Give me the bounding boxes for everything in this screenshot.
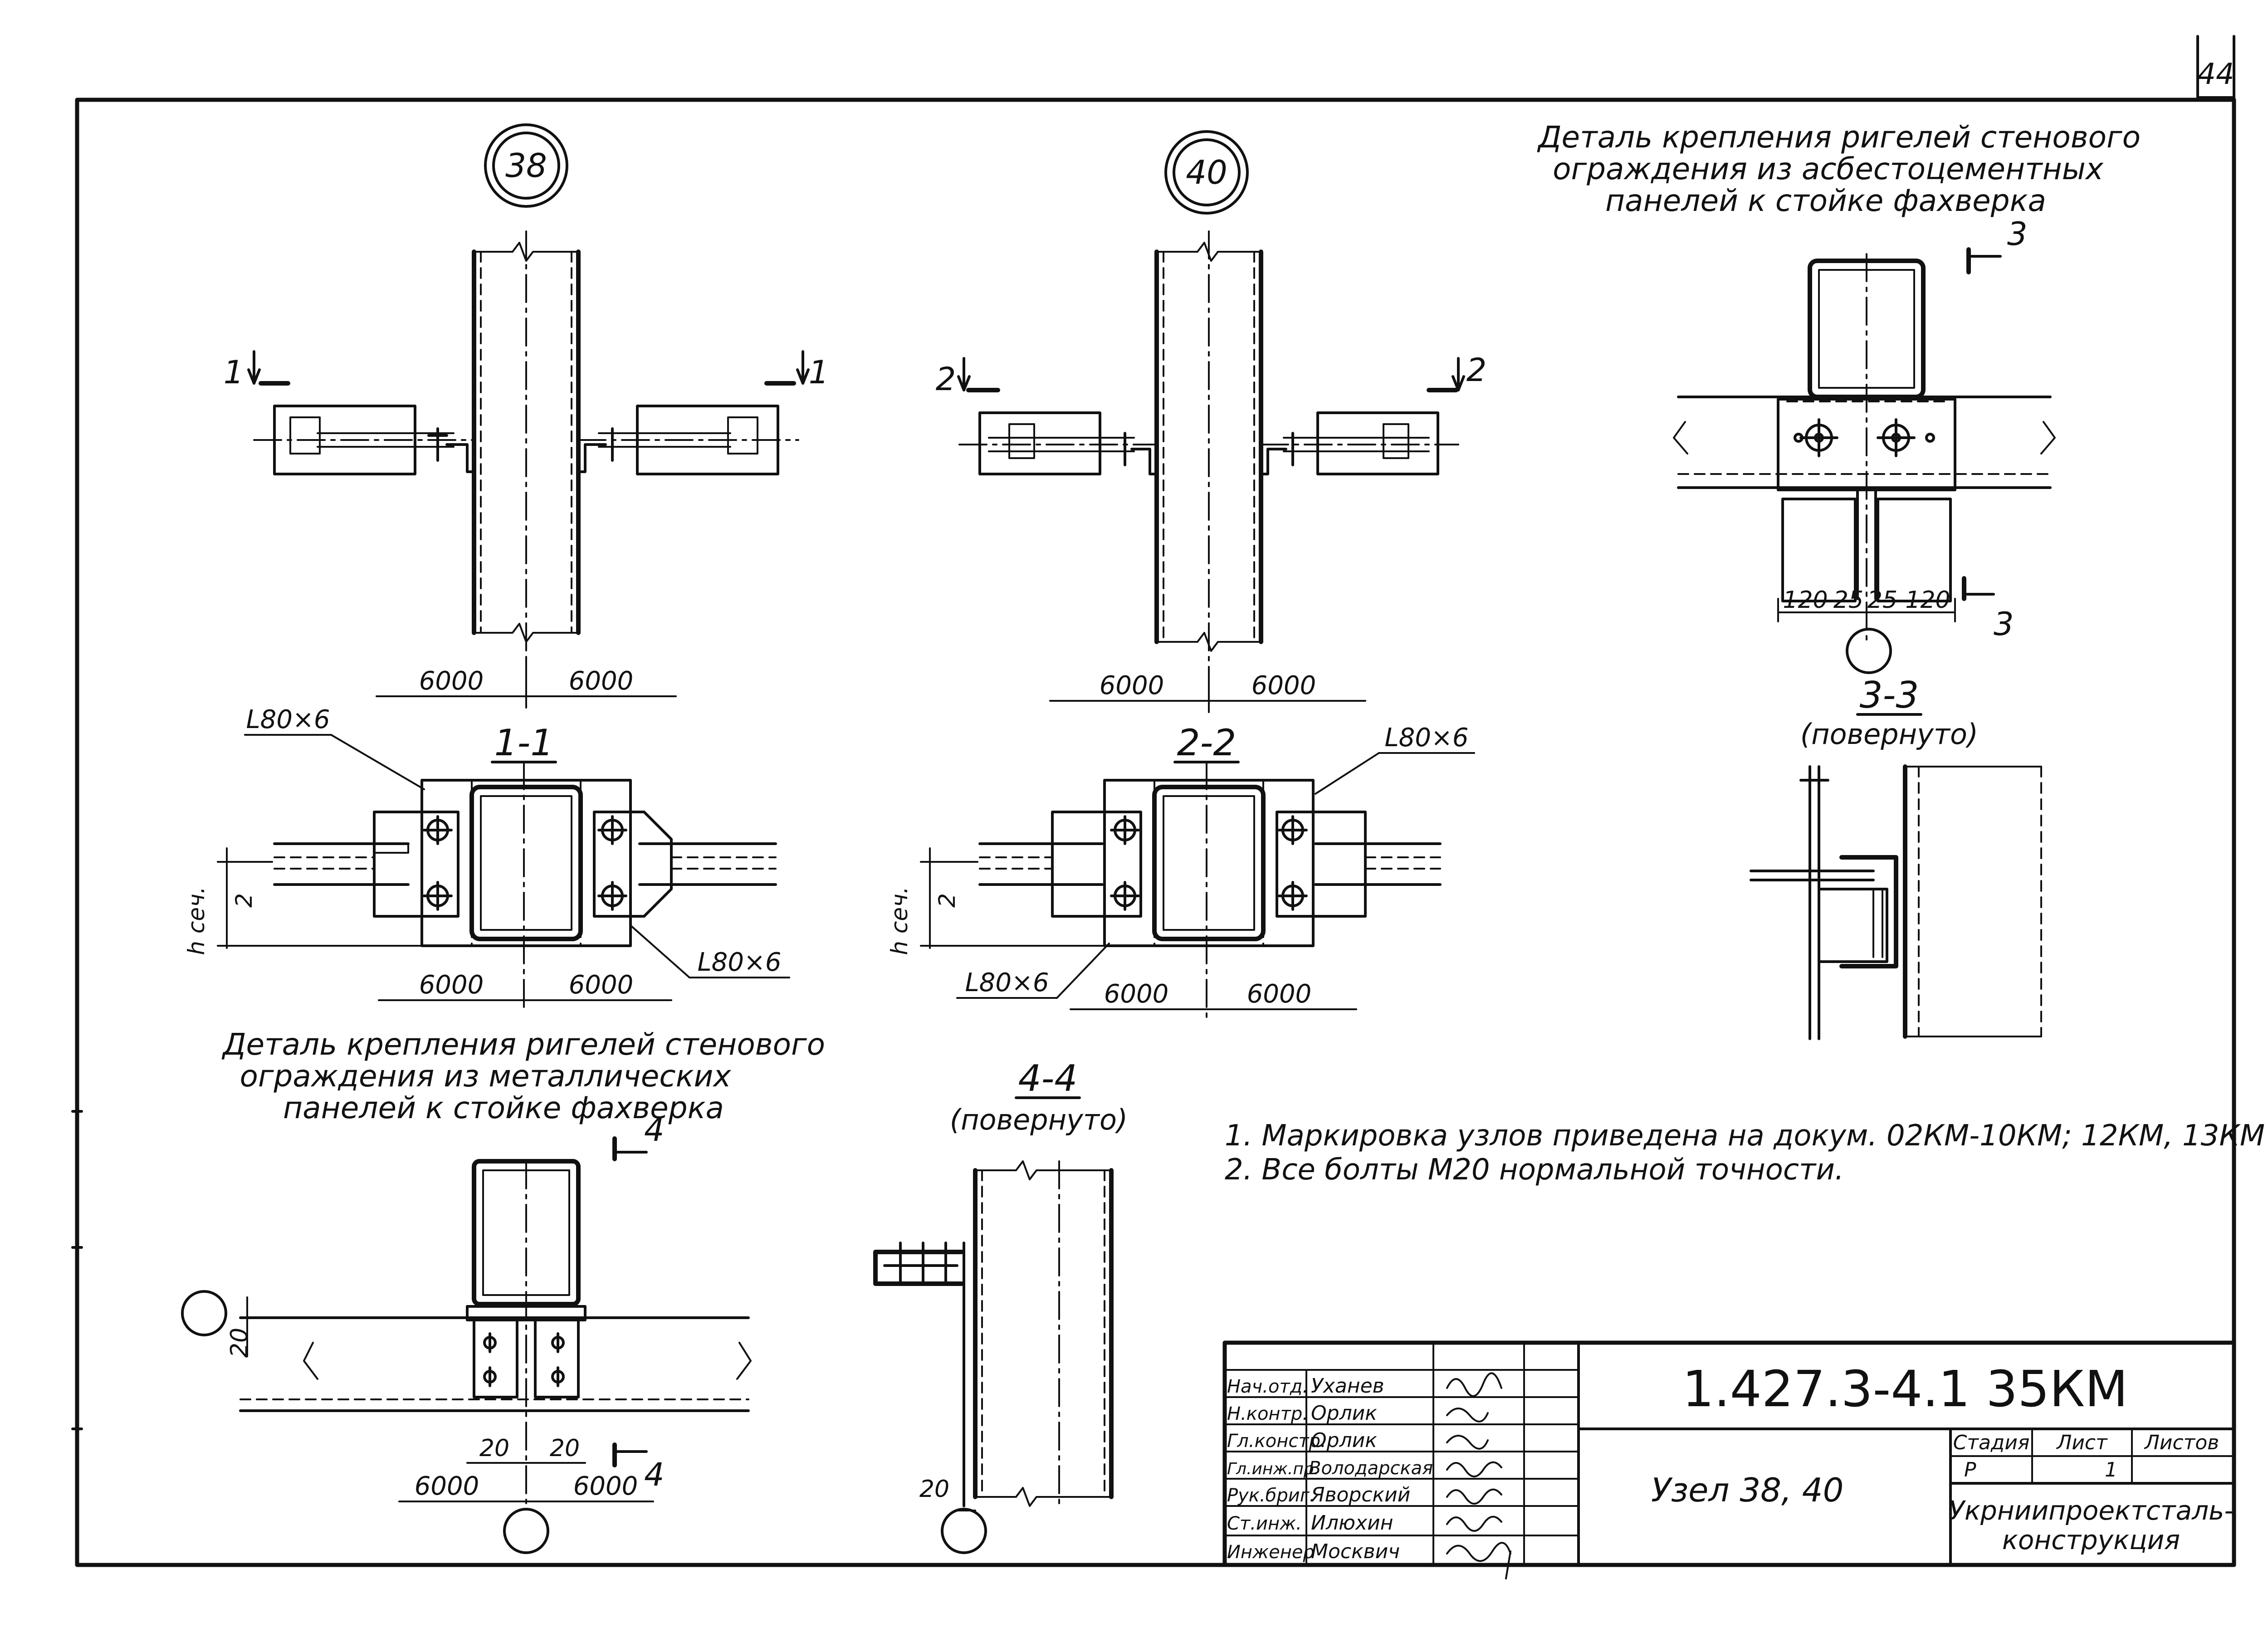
section-mark-4-bottom: 4 — [644, 1456, 665, 1493]
detail-metal-title-2: ограждения из металлических — [240, 1059, 731, 1094]
sheets-label: Листов — [2144, 1431, 2219, 1454]
section-1-1: 1-1 h сеч. 2 L80×6 — [183, 705, 790, 1008]
role-5: Рук.бриг. — [1227, 1485, 1315, 1506]
section-mark-1-left: 1 — [224, 354, 244, 391]
dim-6000-11a: 6000 — [419, 970, 484, 1000]
dim-20-left: 20 — [479, 1435, 509, 1462]
angle-label-22b: L80×6 — [965, 968, 1049, 997]
note-1: 1. Маркировка узлов приведена на докум. … — [1225, 1119, 2265, 1153]
section-3-3: 3-3 (повернуто) — [1750, 674, 2042, 1040]
name-4: Володарская — [1309, 1458, 1433, 1479]
dim-6000-38a: 6000 — [419, 666, 484, 696]
drawing-title: Узел 38, 40 — [1651, 1471, 1843, 1509]
org-name-2: конструкция — [2002, 1525, 2180, 1555]
notes: 1. Маркировка узлов приведена на докум. … — [1225, 1119, 2265, 1187]
role-2: Н.контр. — [1227, 1403, 1308, 1424]
section-4-4: 4-4 (повернуто) 20 — [873, 1057, 1128, 1554]
sheet-number: 44 — [2197, 58, 2234, 91]
section-mark-4-top: 4 — [644, 1111, 665, 1149]
note-2: 2. Все болты М20 нормальной точности. — [1225, 1153, 1844, 1187]
section-2-2-title: 2-2 — [1177, 722, 1237, 764]
section-mark-3-bottom: 3 — [1994, 606, 2014, 643]
angle-label-11b: L80×6 — [697, 948, 781, 977]
section-mark-2-right: 2 — [1466, 352, 1487, 389]
hsec-label-22: h сеч. — [886, 886, 913, 955]
section-mark-3-top: 3 — [2007, 215, 2028, 253]
org-name-1: Укрниипроектсталь- — [1949, 1495, 2234, 1526]
hsec-div-11: 2 — [231, 893, 257, 908]
section-3-3-title: 3-3 — [1860, 674, 1919, 716]
dim-20-44: 20 — [919, 1476, 949, 1503]
detail-metal: Деталь крепления ригелей стенового ограж… — [181, 1027, 825, 1554]
dim-120a: 120 — [1783, 587, 1828, 614]
name-6: Илюхин — [1311, 1511, 1393, 1535]
dim-6000-40b: 6000 — [1251, 671, 1316, 700]
dim-6000-11b: 6000 — [569, 970, 634, 1000]
dim-6000-m1: 6000 — [415, 1472, 479, 1501]
role-4: Гл.инж.пр. — [1227, 1460, 1319, 1478]
sheet-frame — [71, 35, 2236, 1567]
hsec-div-22: 2 — [934, 893, 960, 908]
node-40-elevation: 40 2 2 6000 6000 — [936, 130, 1487, 713]
dim-120b: 120 — [1905, 587, 1950, 614]
name-7: Москвич — [1311, 1540, 1400, 1563]
stage-label: Стадия — [1953, 1431, 2030, 1454]
sheet-label: Лист — [2056, 1431, 2108, 1454]
section-1-1-title: 1-1 — [494, 722, 554, 764]
name-2: Орлик — [1311, 1402, 1377, 1425]
role-1: Нач.отд. — [1227, 1376, 1308, 1397]
node-38-label: 38 — [505, 147, 547, 185]
node-40-label: 40 — [1186, 153, 1227, 191]
detail-metal-title-3: панелей к стойке фахверка — [283, 1090, 724, 1125]
angle-label-22a: L80×6 — [1384, 723, 1468, 753]
dim-25b: 25 — [1867, 587, 1897, 614]
section-4-4-title: 4-4 — [1018, 1057, 1078, 1100]
detail-asbestos: Деталь крепления ригелей стенового ограж… — [1537, 120, 2141, 674]
dim-20-right: 20 — [550, 1435, 580, 1462]
dim-6000-40a: 6000 — [1100, 671, 1164, 700]
dim-20-vert: 20 — [226, 1328, 253, 1358]
detail-asbestos-title-2: ограждения из асбестоцементных — [1553, 152, 2104, 186]
node-38-elevation: 38 1 1 6000 — [224, 123, 829, 709]
dim-6000-m2: 6000 — [573, 1472, 638, 1501]
hsec-label-11: h сеч. — [183, 886, 210, 955]
dim-6000-22b: 6000 — [1247, 979, 1312, 1009]
section-3-3-note: (повернуто) — [1800, 718, 1978, 751]
sheet-value: 1 — [2105, 1458, 2117, 1481]
detail-metal-title-1: Деталь крепления ригелей стенового — [221, 1027, 825, 1062]
role-3: Гл.констр. — [1227, 1431, 1326, 1452]
dim-25a: 25 — [1833, 587, 1863, 614]
signatures — [1446, 1372, 1511, 1579]
doc-code: 1.427.3-4.1 35КМ — [1682, 1360, 2128, 1418]
section-2-2: 2-2 h сеч. 2 L80×6 — [886, 722, 1475, 1022]
section-mark-1-right: 1 — [809, 354, 829, 391]
name-1: Уханев — [1311, 1374, 1384, 1398]
title-block: 1.427.3-4.1 35КМ Узел 38, 40 Укрниипроек… — [1222, 1340, 2236, 1579]
angle-label-11a: L80×6 — [246, 705, 330, 734]
role-7: Инженер — [1227, 1542, 1315, 1563]
detail-asbestos-title-1: Деталь крепления ригелей стенового — [1537, 120, 2141, 155]
role-6: Ст.инж. — [1227, 1513, 1302, 1534]
name-3: Орлик — [1311, 1429, 1377, 1452]
stage-value: Р — [1964, 1458, 1976, 1481]
section-mark-2-left: 2 — [936, 361, 956, 398]
name-5: Яворский — [1310, 1483, 1410, 1506]
section-4-4-note: (повернуто) — [950, 1103, 1128, 1136]
dim-6000-38b: 6000 — [569, 666, 634, 696]
detail-asbestos-title-3: панелей к стойке фахверка — [1605, 183, 2046, 218]
dim-6000-22a: 6000 — [1104, 979, 1169, 1009]
